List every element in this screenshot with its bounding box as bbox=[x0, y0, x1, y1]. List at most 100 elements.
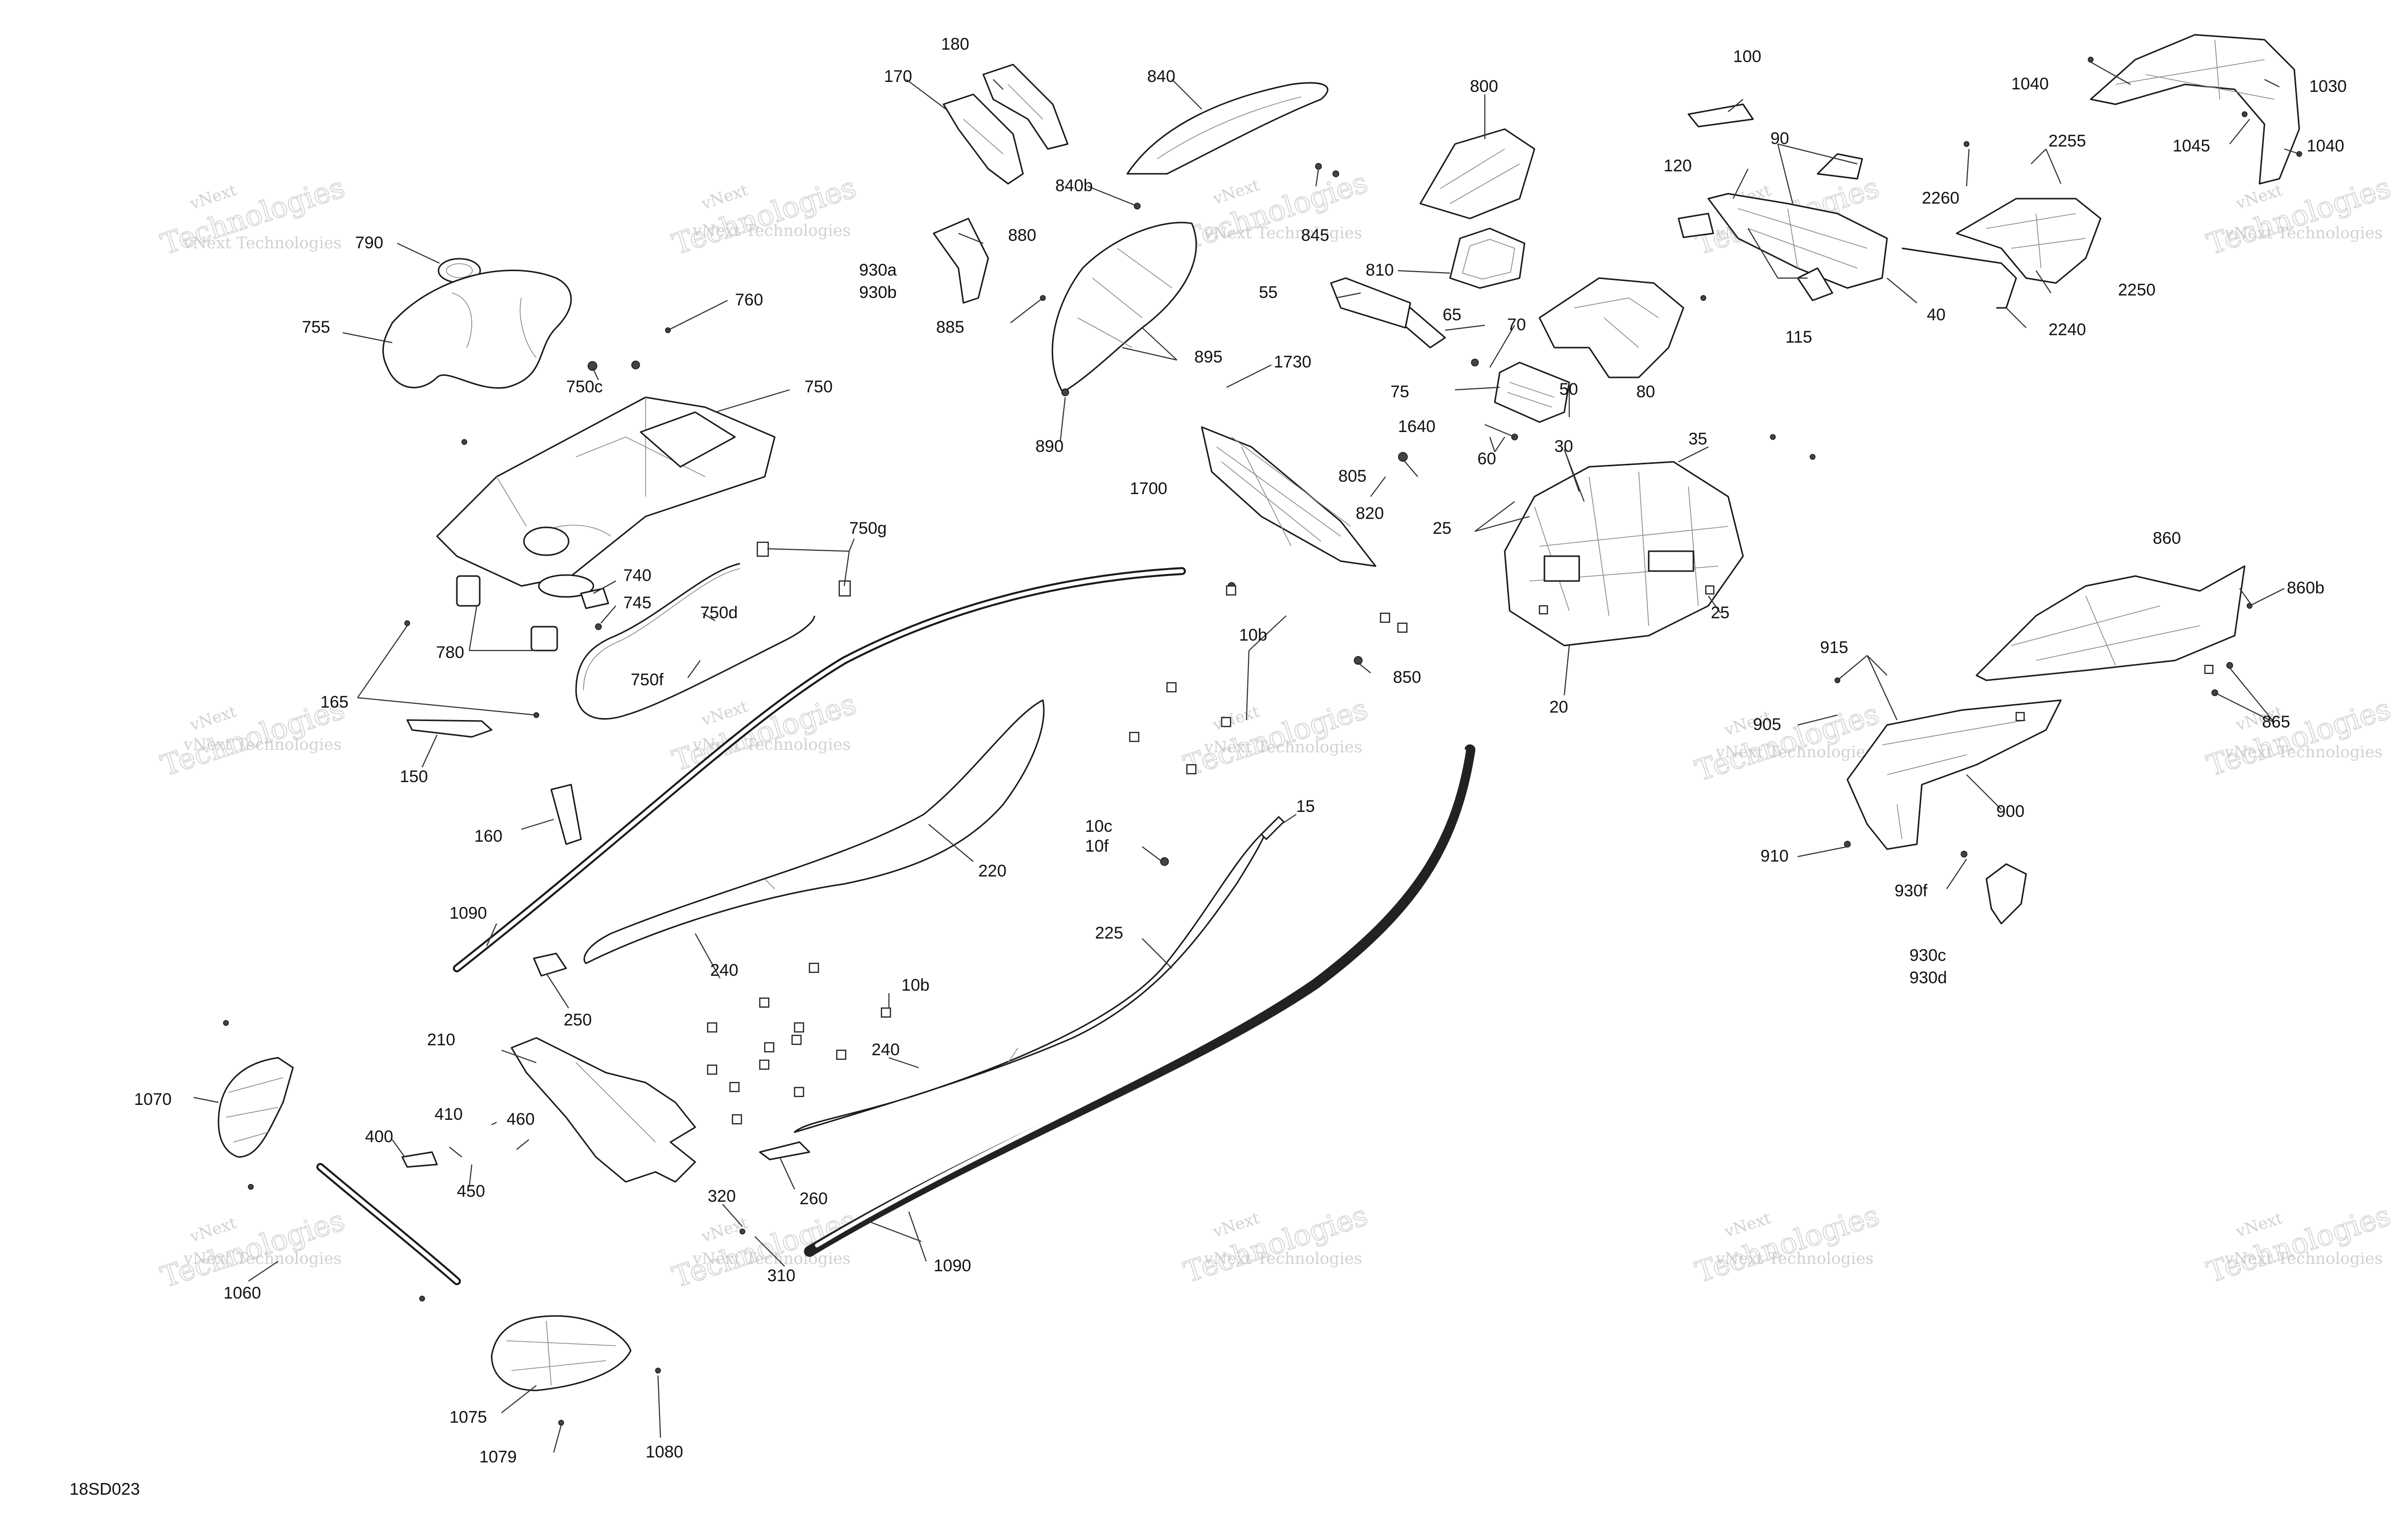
watermark: vNext Technologies bbox=[1179, 1198, 1372, 1290]
callout-1040-a: 1040 bbox=[2011, 74, 2049, 93]
callout-805: 805 bbox=[1338, 467, 1367, 486]
callout-labels: 790 755 760 750c 750 750g 740 745 750d 7… bbox=[70, 35, 2347, 1499]
watermark: vNext Technologies bbox=[156, 691, 349, 783]
part-1030-nose bbox=[2090, 34, 2300, 185]
part-2240-rod bbox=[1901, 247, 2017, 309]
watermark: vNext Technologies bbox=[692, 221, 851, 240]
callout-1045: 1045 bbox=[2173, 137, 2210, 155]
callout-55: 55 bbox=[1259, 283, 1278, 302]
callout-860: 860 bbox=[2153, 529, 2181, 548]
callout-210: 210 bbox=[427, 1030, 455, 1049]
part-740-plate bbox=[580, 587, 609, 630]
callout-840b: 840b bbox=[1055, 176, 1093, 195]
clip-set bbox=[707, 585, 2214, 1125]
callout-865: 865 bbox=[2262, 713, 2290, 731]
callout-930b: 930b bbox=[859, 283, 897, 302]
part-20-housing bbox=[1504, 461, 1744, 647]
part-180-bracket bbox=[982, 64, 1069, 150]
callout-745: 745 bbox=[623, 593, 652, 612]
part-260-piece bbox=[759, 1141, 810, 1161]
part-1075-cover bbox=[491, 1315, 632, 1391]
callout-460: 460 bbox=[507, 1110, 535, 1129]
callout-15: 15 bbox=[1296, 797, 1315, 816]
callout-220: 220 bbox=[978, 862, 1007, 880]
callout-1700: 1700 bbox=[1130, 479, 1168, 498]
part-80-housing bbox=[1538, 277, 1684, 378]
part-170-bracket bbox=[943, 93, 1024, 185]
part-90-cover bbox=[1817, 153, 1863, 180]
callout-750c: 750c bbox=[566, 377, 603, 396]
callout-1060: 1060 bbox=[223, 1284, 261, 1303]
callout-100: 100 bbox=[1733, 47, 1761, 66]
callout-2240: 2240 bbox=[2048, 320, 2086, 339]
callout-930f: 930f bbox=[1895, 881, 1928, 900]
part-160-hook bbox=[550, 784, 582, 845]
callout-915: 915 bbox=[1820, 638, 1848, 657]
callout-30: 30 bbox=[1554, 437, 1573, 456]
callout-2250: 2250 bbox=[2118, 281, 2156, 299]
svg-text:Technologies: Technologies bbox=[2203, 170, 2395, 261]
callout-790: 790 bbox=[355, 233, 383, 252]
part-250-cap bbox=[533, 952, 567, 977]
callout-1070: 1070 bbox=[134, 1090, 172, 1109]
part-1700-vent bbox=[1201, 426, 1377, 567]
part-400-bracket bbox=[401, 1151, 438, 1168]
watermark: vNext Technologies bbox=[692, 1249, 851, 1268]
watermark: vNext Technologies bbox=[2202, 1198, 2395, 1290]
callout-25-b: 25 bbox=[1711, 603, 1730, 622]
callout-740: 740 bbox=[623, 566, 652, 585]
fastener-set bbox=[223, 57, 2302, 1426]
callout-900: 900 bbox=[1996, 802, 2025, 821]
callout-65: 65 bbox=[1443, 305, 1461, 324]
callout-10c: 10c bbox=[1085, 817, 1112, 836]
callout-755: 755 bbox=[302, 318, 330, 337]
callout-410: 410 bbox=[435, 1105, 463, 1124]
callout-75: 75 bbox=[1390, 382, 1409, 401]
watermark: vNext Technologies bbox=[1204, 223, 1362, 242]
leader-lines bbox=[193, 62, 2300, 1453]
callout-880: 880 bbox=[1008, 226, 1036, 245]
callout-930a: 930a bbox=[859, 261, 897, 280]
part-880-panel bbox=[1051, 221, 1197, 393]
callout-80: 80 bbox=[1636, 382, 1655, 401]
callout-120: 120 bbox=[1664, 156, 1692, 175]
callout-240-b: 240 bbox=[872, 1040, 900, 1059]
watermark: vNext Technologies bbox=[2224, 742, 2383, 761]
watermark: vNext Technologies bbox=[1715, 1249, 1874, 1268]
callout-450: 450 bbox=[457, 1182, 485, 1201]
callout-225: 225 bbox=[1095, 924, 1123, 943]
callout-320: 320 bbox=[708, 1187, 736, 1206]
svg-text:Technologies: Technologies bbox=[1180, 165, 1372, 256]
part-780-latch bbox=[456, 575, 558, 652]
callout-820: 820 bbox=[1356, 504, 1384, 523]
part-1070-cover bbox=[218, 1057, 294, 1158]
parts-layer bbox=[218, 34, 2302, 1426]
callout-860b: 860b bbox=[2287, 579, 2325, 597]
callout-1075: 1075 bbox=[449, 1408, 487, 1427]
part-860-panel bbox=[1975, 565, 2246, 681]
part-810-frame bbox=[1449, 227, 1526, 289]
callout-760: 760 bbox=[735, 291, 763, 309]
callout-165: 165 bbox=[320, 693, 349, 712]
callout-930d: 930d bbox=[1909, 968, 1947, 987]
watermark: vNext Technologies bbox=[2224, 223, 2383, 242]
callout-180: 180 bbox=[941, 35, 969, 54]
watermark: vNext Technologies bbox=[1179, 691, 1372, 783]
part-50-gauge bbox=[1494, 362, 1570, 423]
part-750-console bbox=[436, 396, 776, 598]
callout-910: 910 bbox=[1760, 847, 1789, 866]
callout-750f: 750f bbox=[631, 670, 664, 689]
callout-1640: 1640 bbox=[1398, 417, 1436, 436]
callout-260: 260 bbox=[800, 1189, 828, 1208]
callout-60: 60 bbox=[1477, 449, 1496, 468]
part-1090-strip-right bbox=[804, 744, 1475, 1257]
callout-10b-b: 10b bbox=[901, 976, 930, 995]
part-150-bracket bbox=[406, 719, 493, 738]
part-1060-strip bbox=[316, 1163, 461, 1285]
callout-240-a: 240 bbox=[710, 961, 738, 980]
callout-1040-b: 1040 bbox=[2307, 137, 2344, 155]
part-210-shield bbox=[511, 1037, 696, 1183]
callout-845: 845 bbox=[1301, 226, 1329, 245]
callout-115: 115 bbox=[1785, 328, 1812, 347]
